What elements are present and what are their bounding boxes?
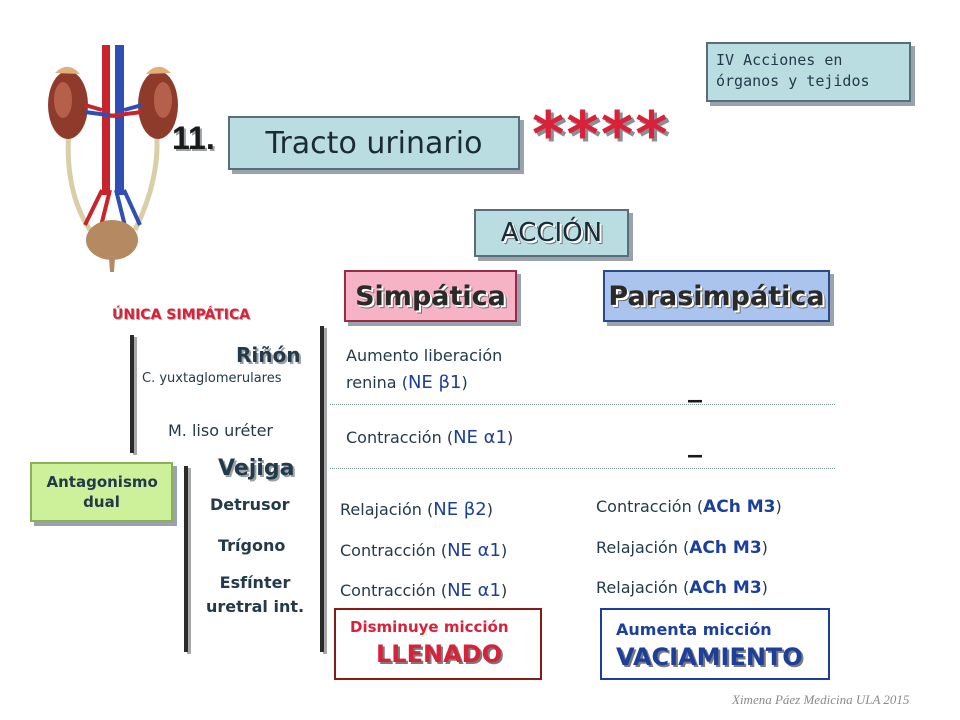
simp-outcome-box: Disminuye micción LLENADO	[334, 608, 542, 680]
section-tag-text: IV Acciones en órganos y tejidos	[716, 51, 870, 90]
row2-simp-tag: NE α1	[453, 427, 507, 448]
bladder-bracket-line	[184, 466, 188, 652]
row4-simp-tag: NE α1	[447, 540, 501, 561]
row2-simp-text: Contracción (	[346, 428, 454, 447]
row4-simp: Contracción (NE α1)	[340, 540, 507, 561]
row5-simp-close: )	[500, 581, 508, 600]
footer-credit: Ximena Páez Medicina ULA 2015	[732, 692, 910, 707]
accion-label: ACCIÓN	[500, 218, 603, 248]
parasimpatica-header: Parasimpática	[603, 270, 830, 322]
row3-simp-close: )	[486, 500, 493, 519]
urinary-tract-illustration	[48, 45, 178, 272]
row3-para-tag: ACh M3	[703, 497, 776, 517]
organ-vejiga: Vejiga	[218, 456, 295, 481]
row4-para-close: )	[761, 538, 768, 557]
row1-simp-close: )	[461, 373, 468, 392]
antagonismo-box: Antagonismo dual	[30, 462, 173, 522]
organ-divider-line	[320, 326, 324, 652]
slide-number: 11.	[172, 120, 215, 156]
row2-simp: Contracción (NE α1)	[346, 427, 513, 448]
stars-mark: ****	[532, 98, 670, 171]
row2-para-dash: _	[688, 425, 702, 458]
row4-para: Relajación (ACh M3)	[596, 538, 768, 558]
row2-simp-close: )	[506, 428, 514, 447]
row3-simp: Relajación (NE β2)	[340, 499, 493, 520]
simpatica-header: Simpática	[344, 270, 517, 322]
row3-simp-tag: NE β2	[433, 499, 487, 520]
organ-detrusor: Detrusor	[210, 495, 290, 514]
row1-para-dash: _	[688, 370, 702, 403]
antagonismo-label: Antagonismo dual	[46, 473, 158, 511]
page-title: Tracto urinario	[265, 125, 483, 161]
row4-para-tag: ACh M3	[689, 538, 762, 558]
row5-para-tag: ACh M3	[689, 578, 762, 598]
simp-outcome-big: LLENADO	[376, 640, 502, 668]
kidney-bracket-line	[130, 335, 134, 453]
simp-outcome-small: Disminuye micción	[350, 618, 509, 636]
row2-divider	[330, 468, 835, 469]
row1-simp-line2: renina (NE β1)	[346, 372, 468, 393]
row1-divider	[330, 404, 835, 405]
row5-para: Relajación (ACh M3)	[596, 578, 768, 598]
row5-para-close: )	[761, 578, 768, 597]
row3-para-close: )	[775, 497, 782, 516]
row5-para-text: Relajación (	[596, 578, 690, 597]
row1-simp-line1: Aumento liberación	[346, 346, 503, 365]
para-outcome-box: Aumenta micción VACIAMIENTO	[600, 608, 830, 680]
organ-trigono: Trígono	[218, 536, 286, 555]
para-outcome-big: VACIAMIENTO	[616, 643, 803, 671]
row3-para-text: Contracción (	[596, 497, 704, 516]
parasimpatica-label: Parasimpática	[608, 280, 825, 312]
title-box: Tracto urinario	[228, 116, 520, 170]
row5-simp-tag: NE α1	[447, 580, 501, 601]
row5-simp: Contracción (NE α1)	[340, 580, 507, 601]
row5-simp-text: Contracción (	[340, 581, 448, 600]
row3-simp-text: Relajación (	[340, 500, 434, 519]
unica-simpatica-label: ÚNICA SIMPÁTICA	[112, 307, 251, 323]
section-tag-box: IV Acciones en órganos y tejidos	[706, 42, 911, 102]
row4-simp-text: Contracción (	[340, 541, 448, 560]
row4-para-text: Relajación (	[596, 538, 690, 557]
organ-rinon: Riñón	[236, 343, 301, 367]
simpatica-label: Simpática	[355, 280, 506, 312]
organ-rinon-sub: C. yuxtaglomerulares	[142, 371, 282, 386]
row3-para: Contracción (ACh M3)	[596, 497, 782, 517]
para-outcome-small: Aumenta micción	[616, 620, 772, 639]
row1-simp-text: renina (	[346, 373, 408, 392]
row4-simp-close: )	[500, 541, 508, 560]
organ-esfinter: Esfínter uretral int.	[205, 573, 305, 616]
organ-ureter: M. liso uréter	[168, 421, 273, 440]
accion-box: ACCIÓN	[474, 209, 629, 257]
row1-simp-tag: NE β1	[407, 372, 462, 393]
